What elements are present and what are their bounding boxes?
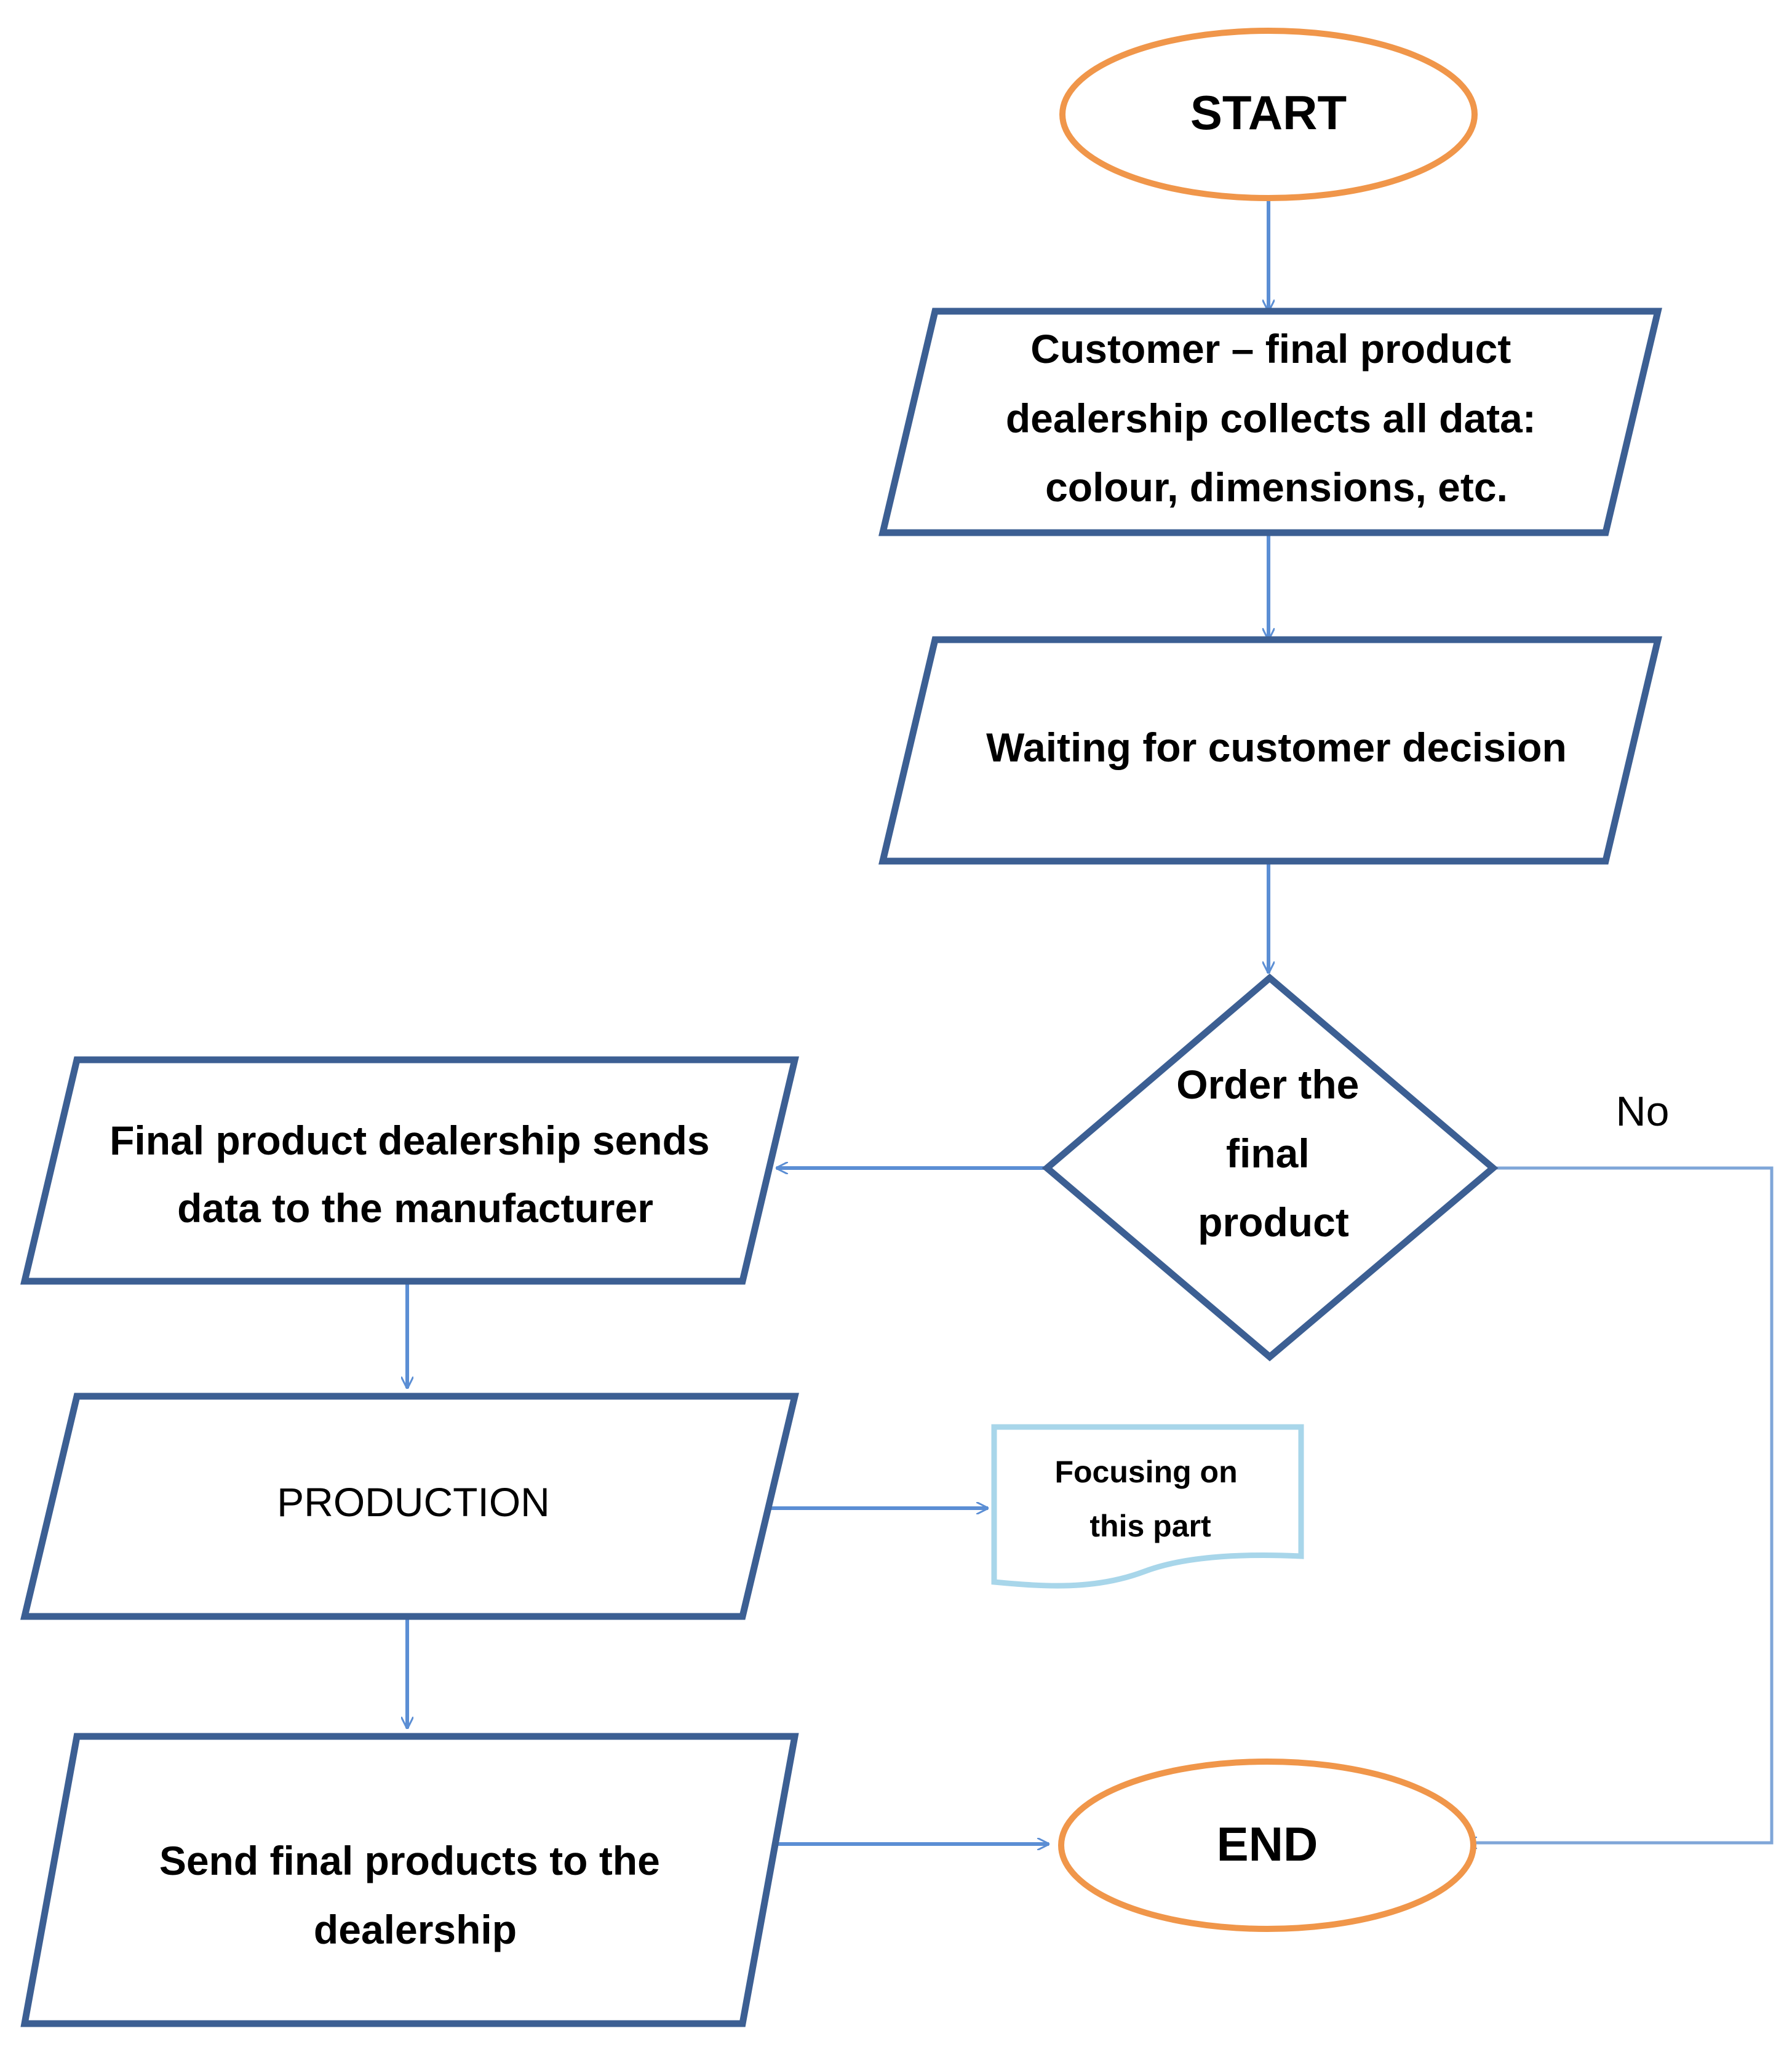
end-terminal <box>1058 1759 1476 1932</box>
production-label: PRODUCTION <box>277 1479 550 1525</box>
order-decision <box>1041 973 1499 1362</box>
focus-note-label: Focusing on this part <box>1054 1455 1246 1543</box>
send-final-label: Send final products to the dealership <box>159 1838 671 1952</box>
waiting-box <box>878 636 1662 865</box>
end-label: END <box>1217 1817 1318 1871</box>
decision-label: Order the final product <box>1176 1062 1370 1245</box>
send-final-box <box>20 1733 799 2027</box>
connectors <box>407 198 1774 1844</box>
waiting-label: Waiting for customer decision <box>986 725 1567 770</box>
labels: START Customer – final product dealershi… <box>110 85 1669 1952</box>
sends-data-label: Final product dealership sends data to t… <box>110 1118 721 1231</box>
arrow-decision-no-to-end <box>1465 1166 1774 1843</box>
shapes <box>20 28 1662 2027</box>
start-terminal <box>1059 28 1478 201</box>
collect-data-box <box>878 308 1662 536</box>
start-label: START <box>1190 85 1347 140</box>
sends-data-box <box>20 1056 799 1285</box>
collect-data-label: Customer – final product dealership coll… <box>1006 326 1547 510</box>
focus-note <box>991 1424 1304 1589</box>
production-box <box>20 1393 799 1620</box>
no-label: No <box>1616 1088 1670 1135</box>
